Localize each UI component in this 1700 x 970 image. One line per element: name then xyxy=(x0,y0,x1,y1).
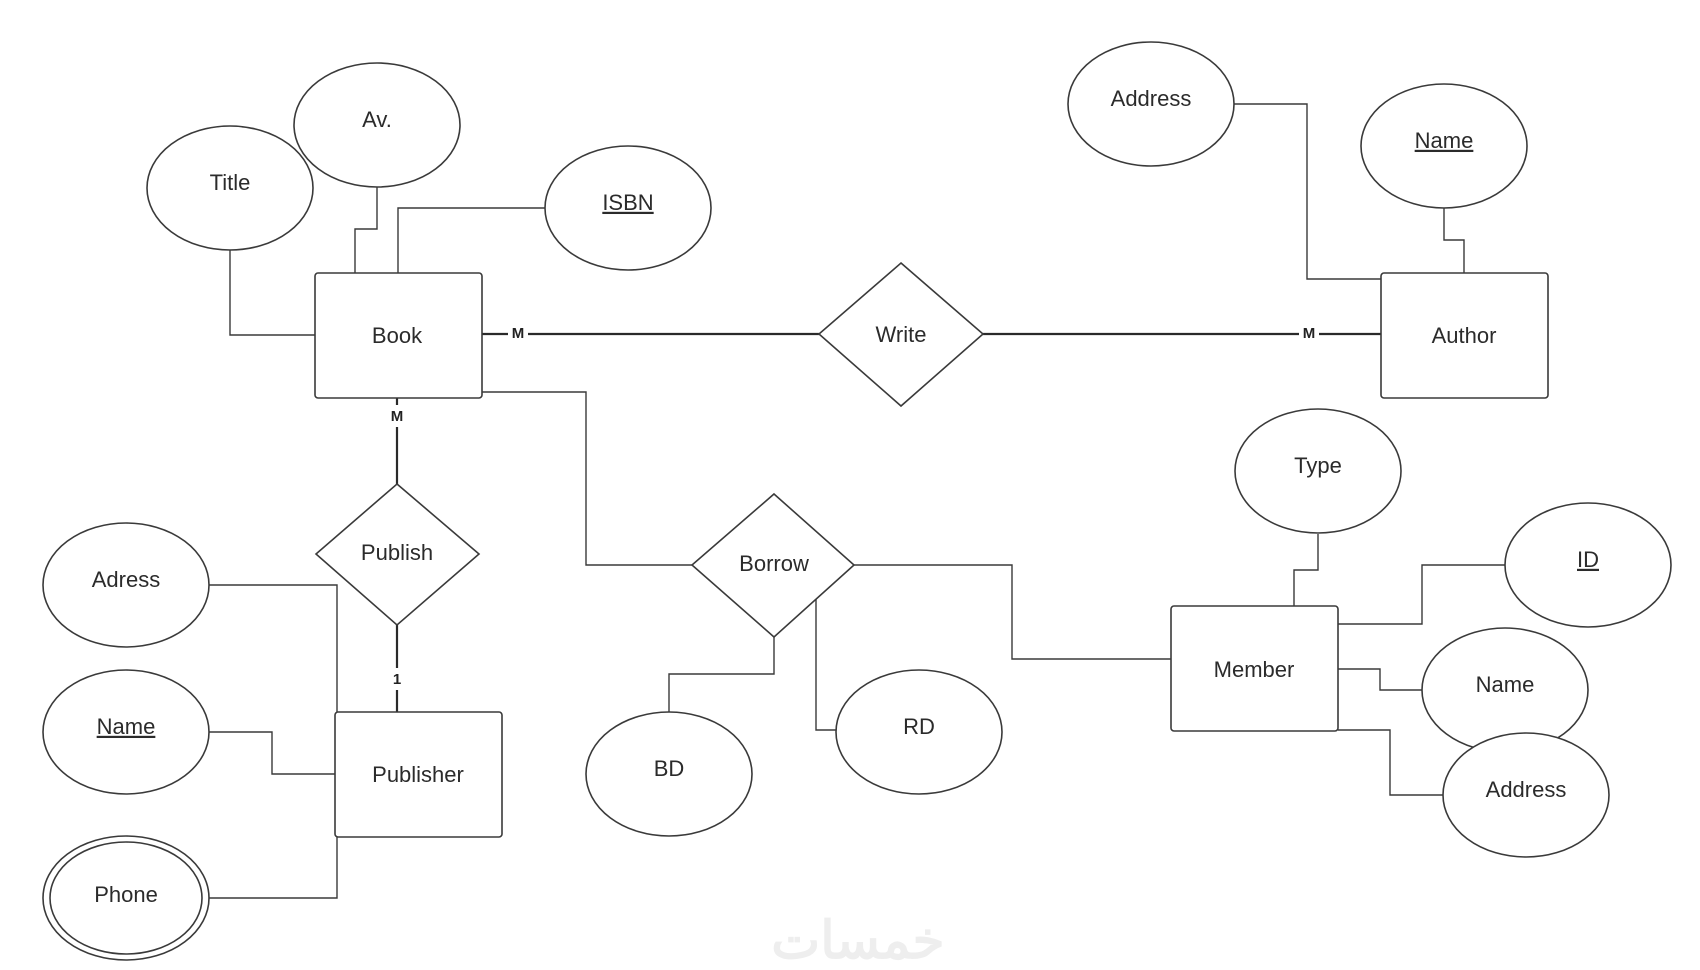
attribute-member-address-label: Address xyxy=(1486,777,1567,802)
attribute-publisher-adress[interactable]: Adress xyxy=(42,522,210,648)
attribute-title-label: Title xyxy=(210,170,251,195)
line-borrow-bd xyxy=(668,634,775,712)
attribute-member-address[interactable]: Address xyxy=(1442,732,1610,858)
cardinality-book-write: M xyxy=(512,325,525,342)
line-isbn-book xyxy=(397,207,545,273)
relationship-borrow-label: Borrow xyxy=(739,551,809,576)
attribute-av-label: Av. xyxy=(362,107,392,132)
attribute-author-name-label: Name xyxy=(1415,128,1474,153)
line-name-author xyxy=(1443,208,1465,273)
entity-member[interactable]: Member xyxy=(1170,605,1339,732)
attribute-member-name[interactable]: Name xyxy=(1421,627,1589,753)
line-av-book xyxy=(354,187,378,273)
line-borrow-member xyxy=(854,564,1171,660)
entity-publisher-label: Publisher xyxy=(372,762,464,787)
cardinality-book-publish: M xyxy=(391,408,404,425)
attribute-av[interactable]: Av. xyxy=(293,62,461,188)
attribute-borrow-rd-label: RD xyxy=(903,714,935,739)
cardinality-publisher-publish: 1 xyxy=(393,671,401,688)
watermark-logo: خمسات xyxy=(771,912,944,970)
relationship-publish[interactable]: Publish xyxy=(314,482,481,627)
attribute-title[interactable]: Title xyxy=(146,125,314,251)
line-adress-publisher xyxy=(209,584,338,712)
attribute-publisher-phone[interactable]: Phone xyxy=(42,835,210,961)
connectors xyxy=(209,103,1505,899)
line-type-member xyxy=(1293,534,1319,606)
cardinality-labels: M M M 1 xyxy=(386,322,1319,690)
line-book-borrow xyxy=(481,391,692,566)
attribute-author-address[interactable]: Address xyxy=(1067,41,1235,167)
attribute-isbn-label: ISBN xyxy=(602,190,653,215)
line-borrow-rd xyxy=(815,599,836,731)
entity-publisher[interactable]: Publisher xyxy=(334,711,503,838)
attribute-publisher-phone-label: Phone xyxy=(94,882,158,907)
relationship-borrow[interactable]: Borrow xyxy=(690,492,856,639)
entity-book[interactable]: Book xyxy=(314,272,483,399)
line-address-member xyxy=(1338,729,1443,796)
entity-book-label: Book xyxy=(372,323,423,348)
attribute-member-id-label: ID xyxy=(1577,547,1599,572)
attribute-borrow-bd[interactable]: BD xyxy=(585,711,753,837)
attribute-author-address-label: Address xyxy=(1111,86,1192,111)
relationship-write-label: Write xyxy=(876,322,927,347)
attribute-author-name[interactable]: Name xyxy=(1360,83,1528,209)
line-address-author xyxy=(1234,103,1381,280)
cardinality-author-write: M xyxy=(1303,325,1316,342)
relationship-publish-label: Publish xyxy=(361,540,433,565)
line-phone-publisher xyxy=(209,836,338,899)
entity-member-label: Member xyxy=(1214,657,1295,682)
line-title-book xyxy=(229,250,315,336)
attribute-publisher-name-label: Name xyxy=(97,714,156,739)
attribute-publisher-name[interactable]: Name xyxy=(42,669,210,795)
entity-author[interactable]: Author xyxy=(1380,272,1549,399)
line-id-member xyxy=(1338,564,1505,625)
relationship-write[interactable]: Write xyxy=(817,261,985,408)
attribute-borrow-rd[interactable]: RD xyxy=(835,669,1003,795)
attribute-member-type-label: Type xyxy=(1294,453,1342,478)
entity-author-label: Author xyxy=(1432,323,1497,348)
attribute-member-type[interactable]: Type xyxy=(1234,408,1402,534)
attribute-member-name-label: Name xyxy=(1476,672,1535,697)
line-name-publisher xyxy=(209,731,335,775)
line-name-member xyxy=(1338,668,1423,691)
attribute-isbn[interactable]: ISBN xyxy=(544,145,712,271)
attribute-borrow-bd-label: BD xyxy=(654,756,685,781)
attribute-publisher-adress-label: Adress xyxy=(92,567,160,592)
attribute-member-id[interactable]: ID xyxy=(1504,502,1672,628)
